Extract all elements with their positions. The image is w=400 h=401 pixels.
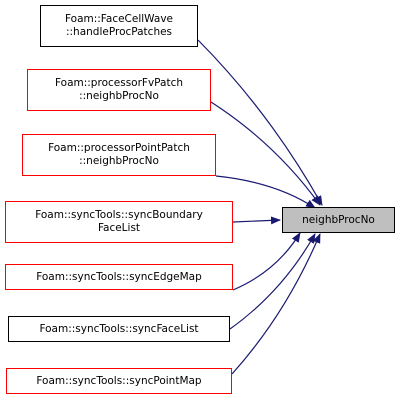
caller-node-line1: Foam::syncTools::syncPointMap (36, 374, 202, 387)
caller-node-processorfvpatch-neighbprocno[interactable]: Foam::processorFvPatch ::neighbProcNo (27, 69, 211, 111)
caller-node-synctools-syncpointmap[interactable]: Foam::syncTools::syncPointMap (6, 368, 232, 394)
edge-processorpointpatch (215, 175, 316, 209)
caller-node-synctools-syncfacelist[interactable]: Foam::syncTools::syncFaceList (8, 316, 230, 342)
caller-node-line1: Foam::syncTools::syncBoundary (35, 209, 203, 221)
target-node-label: neighbProcNo (302, 213, 375, 226)
caller-node-synctools-syncedgemap[interactable]: Foam::syncTools::syncEdgeMap (5, 264, 233, 290)
caller-node-processorpointpatch-neighbprocno[interactable]: Foam::processorPointPatch ::neighbProcNo (22, 134, 216, 176)
caller-node-line1: Foam::processorFvPatch (54, 77, 183, 89)
edge-syncfacelist (229, 233, 316, 330)
edge-processorfvpatch (210, 101, 321, 206)
caller-node-line2: ::neighbProcNo (79, 155, 159, 167)
caller-node-line2: FaceList (97, 222, 141, 234)
edge-syncboundaryfacelist (232, 216, 281, 225)
edge-syncedgemap (232, 232, 301, 291)
caller-node-line1: Foam::FaceCellWave (64, 13, 173, 25)
caller-node-facecellwave-handleprocpatches[interactable]: Foam::FaceCellWave ::handleProcPatches (40, 5, 198, 47)
caller-node-line1: Foam::syncTools::syncFaceList (39, 322, 199, 335)
caller-node-line1: Foam::syncTools::syncEdgeMap (36, 270, 202, 283)
caller-node-line2: ::neighbProcNo (79, 90, 159, 102)
caller-node-line1: Foam::processorPointPatch (48, 142, 190, 154)
edge-facecellwave (197, 39, 323, 206)
caller-node-line2: ::handleProcPatches (65, 26, 173, 38)
edge-syncpointmap (231, 233, 321, 375)
caller-node-synctools-syncboundaryfacelist[interactable]: Foam::syncTools::syncBoundary FaceList (5, 201, 233, 243)
target-node-neighbprocno[interactable]: neighbProcNo (282, 207, 395, 233)
